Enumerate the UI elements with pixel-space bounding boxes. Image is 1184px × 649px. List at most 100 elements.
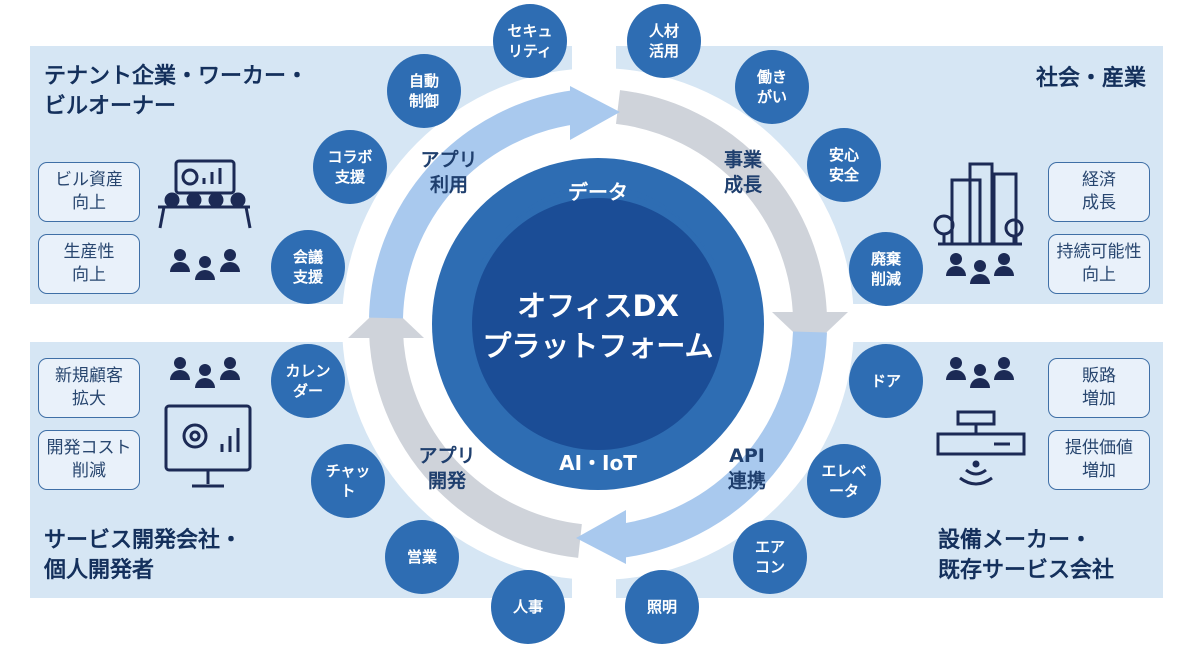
- blue-arrow-bottom: [576, 331, 827, 564]
- bubble-meeting: 会議支援: [271, 230, 345, 304]
- bubble-waste: 廃棄削減: [849, 232, 923, 306]
- bubble-door: ドア: [849, 344, 923, 418]
- title-line: テナント企業・ワーカー・: [44, 64, 309, 89]
- center-bottom-label: AI・IoT: [559, 451, 637, 475]
- ring-label-line: 事業: [723, 149, 762, 171]
- title-line: ビルオーナー: [44, 94, 177, 119]
- bubble-collab: コラボ支援: [313, 130, 387, 204]
- box-sales-channel: 販路増加: [1048, 358, 1150, 418]
- center-top-band: [481, 185, 715, 262]
- ring-label-line: 利用: [429, 174, 468, 196]
- bubble-line: 営業: [406, 548, 437, 566]
- box-productivity: 生産性向上: [38, 234, 140, 294]
- box-line: 提供価値: [1065, 438, 1133, 458]
- bubble-line: がい: [756, 88, 787, 106]
- bubble-hr: 人事: [491, 570, 565, 644]
- bubble-line: 働き: [756, 68, 787, 86]
- bubble-line: リティ: [507, 42, 553, 60]
- box-line: 生産性: [63, 242, 115, 262]
- ring-label-app-dev: アプリ 開発: [412, 444, 482, 494]
- bubble-line: 活用: [648, 42, 679, 60]
- bubble-line: 人材: [648, 22, 679, 40]
- ring-label-line: 連携: [727, 470, 766, 492]
- gray-arrow-left: [348, 302, 583, 558]
- bubble-line: 照明: [646, 598, 677, 616]
- bubble-aircon: エアコン: [733, 520, 807, 594]
- ring-label-line: 成長: [723, 174, 762, 196]
- box-line: 拡大: [72, 389, 106, 409]
- monitor-gear-icon: [164, 404, 252, 488]
- box-line: 販路: [1082, 366, 1116, 386]
- center-inner: [472, 198, 724, 450]
- ring-label-business-growth: 事業 成長: [708, 148, 778, 198]
- bubble-line: 自動: [408, 72, 439, 90]
- ring-label-line: アプリ: [418, 445, 476, 467]
- bubble-calendar: カレンダー: [271, 344, 345, 418]
- box-line: 増加: [1082, 461, 1116, 481]
- title-line: サービス開発会社・: [44, 528, 243, 553]
- box-new-customers: 新規顧客拡大: [38, 358, 140, 418]
- box-line: 削減: [72, 461, 106, 481]
- bubble-line: チャッ: [325, 462, 371, 480]
- presentation-meeting-icon: [158, 159, 252, 229]
- bubble-line: 制御: [408, 92, 439, 110]
- title-top-right: 社会・産業: [1036, 64, 1146, 94]
- bubble-line: エレベ: [821, 462, 867, 480]
- bubble-security: セキュリティ: [493, 4, 567, 78]
- people-icon-bottom-left: [170, 357, 240, 388]
- box-line: 成長: [1082, 193, 1116, 213]
- bubble-elevator: エレベータ: [807, 444, 881, 518]
- bubble-lighting: 照明: [625, 570, 699, 644]
- people-icon-top-right: [946, 253, 1014, 284]
- bubble-chat: チャット: [311, 444, 385, 518]
- title-line: 既存サービス会社: [938, 558, 1115, 583]
- gray-arrow-right: [615, 90, 848, 348]
- title-bottom-right: 設備メーカー・ 既存サービス会社: [938, 526, 1114, 586]
- box-dev-cost: 開発コスト削減: [38, 430, 140, 490]
- ring-label-line: アプリ: [420, 149, 478, 171]
- box-line: 開発コスト: [46, 438, 132, 458]
- bubble-talent: 人材活用: [627, 4, 701, 78]
- box-line: 経済: [1082, 170, 1116, 190]
- title-line: 社会・産業: [1035, 66, 1146, 91]
- bubble-line: ドア: [870, 372, 901, 390]
- bubble-auto-control: 自動制御: [387, 54, 461, 128]
- box-line: 向上: [72, 193, 106, 213]
- box-building-asset: ビル資産向上: [38, 162, 140, 222]
- box-line: 向上: [1082, 265, 1116, 285]
- bubble-safety: 安心安全: [807, 128, 881, 202]
- ring-label-line: 開発: [427, 470, 466, 492]
- bubble-line: セキュ: [507, 22, 553, 40]
- box-line: 持続可能性: [1056, 242, 1142, 262]
- bubble-line: コン: [754, 558, 785, 576]
- iot-device-icon: [936, 410, 1026, 486]
- bubble-line: コラボ: [327, 148, 373, 166]
- bubble-line: ダー: [292, 382, 323, 400]
- box-value-increase: 提供価値増加: [1048, 430, 1150, 490]
- bubble-line: 安全: [828, 166, 859, 184]
- bubble-sales: 営業: [385, 520, 459, 594]
- bubble-line: 支援: [334, 168, 365, 186]
- bubble-line: 安心: [828, 146, 859, 164]
- ring-label-api: API 連携: [712, 444, 782, 494]
- title-top-left: テナント企業・ワーカー・ ビルオーナー: [44, 62, 308, 122]
- box-sustainability: 持続可能性向上: [1048, 234, 1150, 294]
- bubble-line: 支援: [292, 268, 323, 286]
- bubble-line: 会議: [292, 248, 323, 266]
- center-title-line2: プラットフォーム: [482, 329, 714, 363]
- box-line: 増加: [1082, 389, 1116, 409]
- city-buildings-icon: [933, 162, 1024, 246]
- title-line: 個人開発者: [44, 558, 155, 583]
- bubble-work-style: 働きがい: [735, 50, 809, 124]
- ring-label-app-use: アプリ 利用: [414, 148, 484, 198]
- bubble-line: ータ: [828, 482, 859, 500]
- blue-arrow-top: [369, 86, 620, 319]
- people-icon-bottom-right: [946, 357, 1014, 388]
- title-bottom-left: サービス開発会社・ 個人開発者: [44, 526, 242, 586]
- bubble-line: 人事: [512, 598, 543, 616]
- bubble-line: カレン: [285, 362, 331, 380]
- bubble-line: 削減: [870, 270, 901, 288]
- bubble-line: エア: [754, 538, 785, 556]
- ring-label-line: API: [729, 445, 765, 467]
